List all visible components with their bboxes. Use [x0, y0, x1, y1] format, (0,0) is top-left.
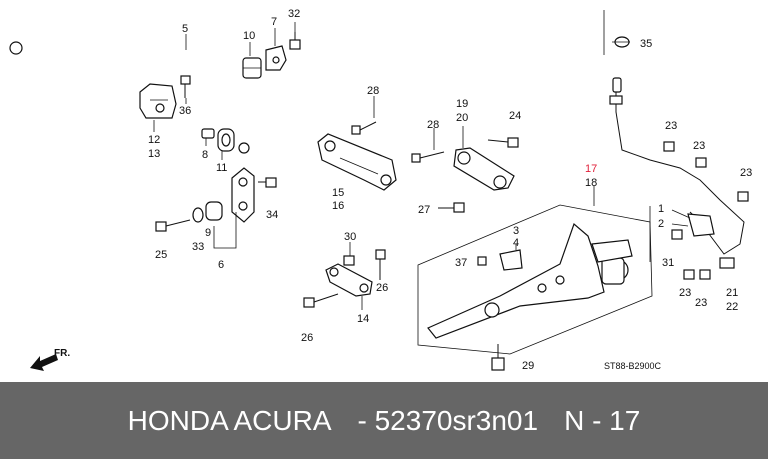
footer-banner: HONDA ACURA - 52370sr3n01 N - 17: [0, 382, 768, 459]
bolt-27: [438, 202, 465, 213]
callout-25: 25: [155, 249, 167, 261]
bolt-24: [487, 137, 519, 148]
stabilizer-bracket: [139, 83, 177, 119]
callout-14: 14: [357, 313, 369, 325]
callout-36: 36: [179, 105, 191, 117]
callout-23-d: 23: [679, 287, 691, 299]
bushing-10: [242, 57, 262, 79]
diagram-code: ST88-B2900C: [604, 361, 662, 371]
callout-23-e: 23: [695, 297, 707, 309]
callout-28-a: 28: [367, 85, 379, 97]
stabilizer-bar: [9, 18, 286, 154]
callout-27: 27: [418, 204, 430, 216]
callout-6: 6: [218, 259, 224, 271]
front-arrow-icon: FR.: [30, 348, 70, 371]
callout-26-a: 26: [376, 282, 388, 294]
trailing-arm-assy: [417, 204, 653, 355]
nut-30: [343, 255, 355, 266]
callout-22: 22: [726, 301, 738, 313]
bolt-29: [491, 344, 505, 371]
callout-16: 16: [332, 200, 344, 212]
grommet-35: [603, 10, 630, 55]
callout-21: 21: [726, 287, 738, 299]
callout-7: 7: [271, 16, 277, 28]
callout-4: 4: [513, 237, 519, 249]
callout-10: 10: [243, 30, 255, 42]
callout-12: 12: [148, 134, 160, 146]
callout-1: 1: [658, 203, 664, 215]
callout-30: 30: [344, 231, 356, 243]
callout-17: 17: [585, 163, 597, 175]
callout-24: 24: [509, 110, 521, 122]
washer-33: [192, 207, 204, 223]
link-6: [231, 167, 255, 223]
callout-9: 9: [205, 227, 211, 239]
compensator-arm: [453, 147, 515, 191]
bolt-36: [180, 75, 191, 98]
callout-28-b: 28: [427, 119, 439, 131]
clamp-7: [265, 45, 287, 71]
callout-33: 33: [192, 241, 204, 253]
bolt-28: [411, 151, 445, 163]
callout-23-a: 23: [665, 120, 677, 132]
callout-8: 8: [202, 149, 208, 161]
bushing-11: [217, 128, 235, 152]
front-marker: FR.: [54, 348, 70, 359]
bolt-37: [477, 256, 487, 266]
bolt-26-b: [303, 293, 339, 308]
bushing-9: [205, 201, 223, 221]
callout-15: 15: [332, 187, 344, 199]
lower-link-14: [325, 263, 373, 297]
callout-18: 18: [585, 177, 597, 189]
bolt-34: [258, 177, 277, 188]
bolt-26-a: [375, 249, 386, 280]
callout-32: 32: [288, 8, 300, 20]
callout-13: 13: [148, 148, 160, 160]
footer-ref: N - 17: [564, 404, 641, 436]
callout-31: 31: [662, 257, 674, 269]
callout-23-b: 23: [693, 140, 705, 152]
sensor-harness: [609, 77, 749, 280]
collar-8: [201, 128, 215, 139]
callout-20: 20: [456, 112, 468, 124]
callout-11: 11: [216, 162, 227, 174]
bracket-3-4: [499, 249, 523, 271]
callout-3: 3: [513, 225, 519, 237]
callout-29: 29: [522, 360, 534, 372]
callout-26-b: 26: [301, 332, 313, 344]
bolt-25: [155, 219, 191, 232]
callout-5: 5: [182, 23, 188, 35]
footer-part-number: - 52370sr3n01: [357, 404, 539, 436]
leader-lines: [153, 22, 691, 310]
leader-6: [213, 212, 237, 249]
callout-37: 37: [455, 257, 467, 269]
upper-arm: [317, 133, 397, 191]
callout-23-c: 23: [740, 167, 752, 179]
callout-19: 19: [456, 98, 468, 110]
bolt-28-upper: [351, 121, 377, 135]
footer-brand: HONDA ACURA: [127, 404, 332, 436]
callout-35: 35: [640, 38, 652, 50]
nut-32: [289, 32, 301, 50]
parts-diagram: 5 10 7 32 36 12 13 8 11 9 33 25 6 34 28 …: [9, 8, 752, 372]
callout-34: 34: [266, 209, 278, 221]
callout-2: 2: [658, 218, 664, 230]
